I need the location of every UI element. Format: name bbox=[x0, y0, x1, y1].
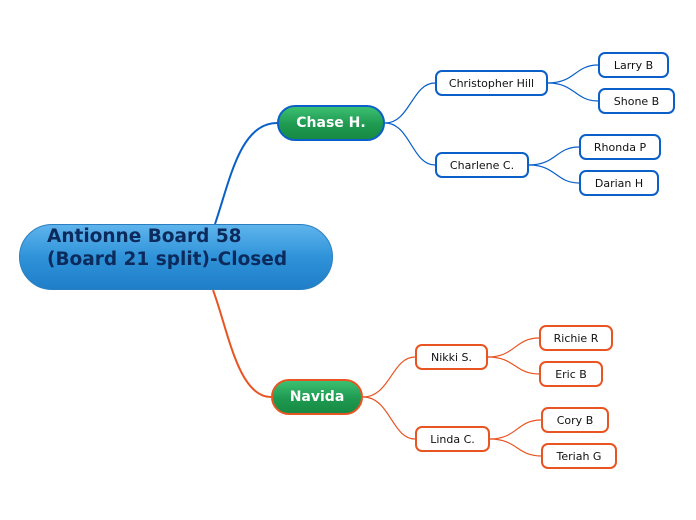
leaf-teriah-g[interactable]: Teriah G bbox=[541, 443, 617, 469]
subtopic-christopher-hill[interactable]: Christopher Hill bbox=[435, 70, 548, 96]
leaf-larry-b[interactable]: Larry B bbox=[598, 52, 669, 78]
connector-navida-linda bbox=[362, 396, 416, 440]
subtopic-label: Christopher Hill bbox=[448, 76, 535, 90]
subtopic-nikki-s[interactable]: Nikki S. bbox=[415, 344, 488, 370]
connector-linda-cory bbox=[489, 419, 542, 440]
topic-chase-label: Chase H. bbox=[296, 115, 366, 131]
topic-navida-label: Navida bbox=[289, 389, 345, 405]
connector-navida-nikki bbox=[362, 356, 416, 398]
connector-root-navida bbox=[212, 289, 272, 398]
leaf-richie-r[interactable]: Richie R bbox=[539, 325, 613, 351]
leaf-eric-b[interactable]: Eric B bbox=[539, 361, 603, 387]
leaf-shone-b[interactable]: Shone B bbox=[598, 88, 675, 114]
connector-nikki-eric bbox=[487, 356, 540, 375]
root-topic-line2: (Board 21 split)-Closed bbox=[47, 249, 288, 270]
connector-chase-christopher bbox=[384, 82, 436, 124]
connector-root-chase bbox=[214, 122, 278, 225]
connector-charlene-rhonda bbox=[528, 146, 580, 166]
subtopic-label: Charlene C. bbox=[449, 158, 515, 172]
connector-linda-teriah bbox=[489, 438, 542, 457]
root-topic[interactable]: Antionne Board 58 (Board 21 split)-Close… bbox=[19, 224, 333, 290]
connector-chase-charlene bbox=[384, 122, 436, 166]
leaf-label: Cory B bbox=[556, 413, 594, 427]
leaf-label: Darian H bbox=[594, 176, 644, 190]
subtopic-linda-c[interactable]: Linda C. bbox=[415, 426, 490, 452]
leaf-rhonda-p[interactable]: Rhonda P bbox=[579, 134, 661, 160]
connector-nikki-richie bbox=[487, 337, 540, 358]
topic-chase[interactable]: Chase H. bbox=[277, 105, 385, 141]
subtopic-charlene-c[interactable]: Charlene C. bbox=[435, 152, 529, 178]
leaf-label: Shone B bbox=[613, 94, 660, 108]
leaf-label: Eric B bbox=[555, 367, 587, 381]
connector-charlene-darian bbox=[528, 164, 580, 184]
leaf-label: Richie R bbox=[553, 331, 599, 345]
leaf-cory-b[interactable]: Cory B bbox=[541, 407, 609, 433]
connector-christopher-shone bbox=[547, 82, 599, 102]
leaf-darian-h[interactable]: Darian H bbox=[579, 170, 659, 196]
leaf-label: Teriah G bbox=[556, 449, 602, 463]
root-topic-line1: Antionne Board 58 bbox=[47, 226, 242, 247]
connector-christopher-larry bbox=[547, 64, 599, 84]
leaf-label: Rhonda P bbox=[593, 140, 647, 154]
leaf-label: Larry B bbox=[613, 58, 654, 72]
subtopic-label: Nikki S. bbox=[430, 350, 473, 364]
subtopic-label: Linda C. bbox=[430, 432, 475, 446]
topic-navida[interactable]: Navida bbox=[271, 379, 363, 415]
